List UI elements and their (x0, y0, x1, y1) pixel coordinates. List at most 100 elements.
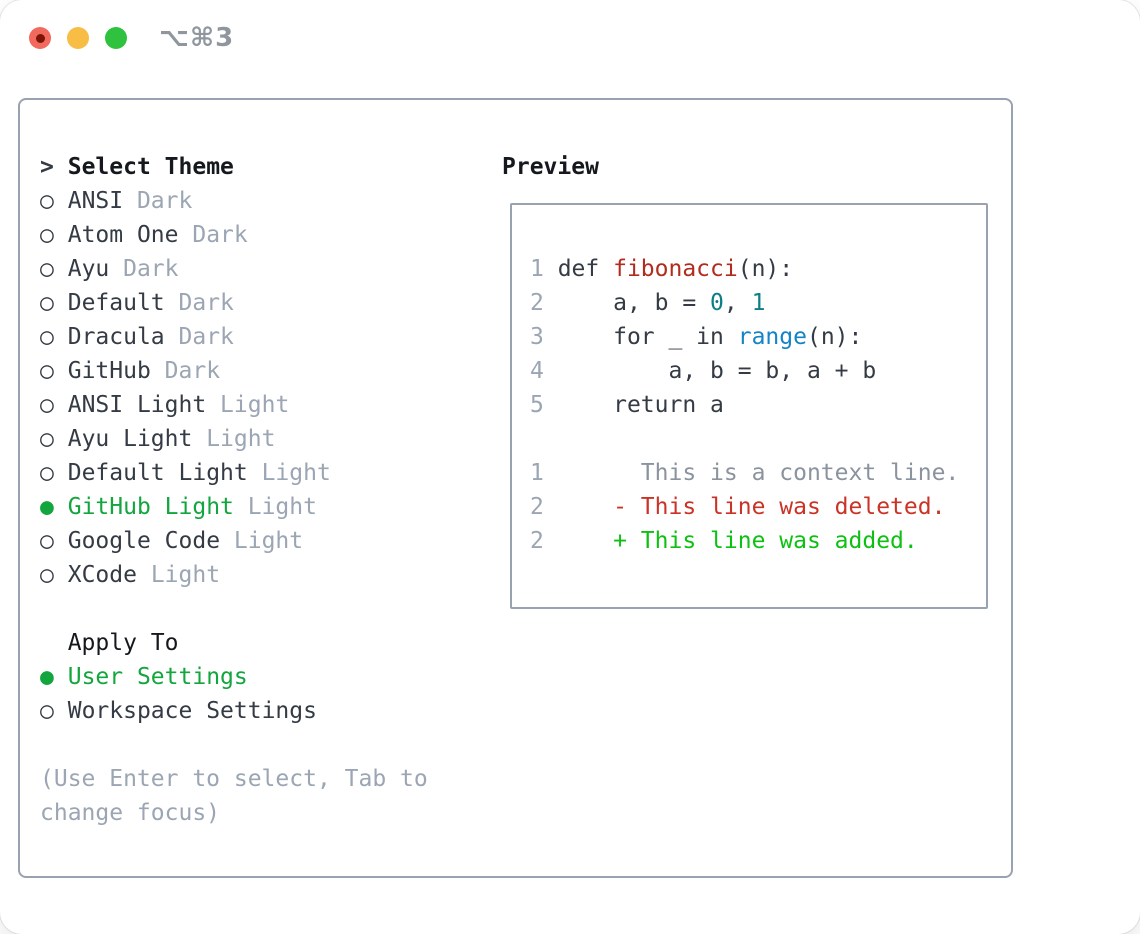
radio-icon: ○ (40, 290, 54, 316)
preview-line: 4 a, b = b, a + b (530, 354, 986, 388)
code-text: for _ in range(n): (557, 324, 863, 350)
option-tag: Dark (164, 324, 234, 350)
line-number: 1 (530, 460, 558, 486)
prompt-icon: > (40, 154, 54, 180)
apply-to-list: ● User Settings ○ Workspace Settings (40, 660, 502, 728)
radio-icon: ○ (40, 324, 54, 350)
theme-option[interactable]: ○ Atom One Dark (40, 218, 502, 252)
code-segment: 1 (751, 290, 766, 316)
theme-settings-panel: > Select Theme ○ ANSI Dark ○ Atom One Da… (18, 98, 1013, 878)
option-tag: Dark (178, 222, 248, 248)
spacer (40, 728, 502, 762)
theme-option[interactable]: ○ Default Light Light (40, 456, 502, 490)
preview-line: 2 a, b = 0, 1 (530, 286, 986, 320)
zoom-button[interactable] (105, 27, 127, 49)
option-name: GitHub Light (67, 494, 234, 520)
minimize-button[interactable] (67, 27, 89, 49)
line-number: 2 (530, 290, 558, 316)
radio-icon: ● (40, 664, 54, 690)
code-segment: 0 (710, 290, 724, 316)
line-number: 5 (530, 392, 558, 418)
theme-option[interactable]: ○ Workspace Settings (40, 694, 502, 728)
option-name: Ayu Light (67, 426, 193, 452)
code-segment: range (737, 324, 807, 350)
preview-line: 2 - This line was deleted. (530, 490, 986, 524)
option-name: Default (67, 290, 165, 316)
code-segment: (n): (737, 256, 794, 282)
option-tag: Light (136, 562, 221, 588)
preview-line: 1 This is a context line. (530, 456, 986, 490)
code-segment: - This line was deleted. (557, 494, 946, 520)
traffic-lights (29, 27, 127, 49)
code-segment: a, b = b, a + b (557, 358, 877, 384)
option-tag: Light (206, 392, 290, 418)
theme-option[interactable]: ○ ANSI Dark (40, 184, 502, 218)
code-segment: , (723, 290, 752, 316)
theme-option[interactable]: ○ Google Code Light (40, 524, 502, 558)
preview-line: 2 + This line was added. (530, 524, 986, 558)
radio-icon: ○ (40, 562, 54, 588)
theme-option[interactable]: ○ GitHub Dark (40, 354, 502, 388)
preview-line: 5 return a (530, 388, 986, 422)
code-segment: a, b = (557, 290, 711, 316)
code-segment: fibonacci (613, 256, 738, 282)
option-name: XCode (67, 562, 137, 588)
code-segment: return a (557, 392, 724, 418)
option-tag: Dark (123, 188, 193, 214)
theme-option[interactable]: ○ Ayu Light Light (40, 422, 502, 456)
option-tag: Dark (150, 358, 221, 384)
radio-icon: ○ (40, 222, 54, 248)
code-segment: + This line was added. (557, 528, 918, 554)
theme-option[interactable]: ● User Settings (40, 660, 502, 694)
line-number: 2 (530, 494, 558, 520)
code-text: return a (558, 392, 724, 418)
option-name: GitHub (67, 358, 151, 384)
line-number: 2 (530, 528, 558, 554)
radio-icon: ○ (40, 256, 54, 282)
line-number: 3 (530, 324, 558, 350)
option-tag: Light (233, 494, 317, 520)
theme-option[interactable]: ○ Ayu Dark (40, 252, 502, 286)
option-name: Google Code (67, 528, 221, 554)
apply-to-label: Apply To (67, 630, 179, 656)
line-number: 4 (530, 358, 558, 384)
window-title: ⌥⌘3 (159, 23, 235, 53)
option-name: Dracula (67, 324, 165, 350)
radio-icon: ○ (40, 460, 54, 486)
option-name: Workspace Settings (67, 698, 317, 724)
preview-line (530, 422, 986, 456)
radio-icon: ○ (40, 426, 54, 452)
spacer (40, 592, 502, 626)
radio-icon: ○ (40, 528, 54, 554)
option-name: Default Light (67, 460, 248, 486)
radio-icon: ○ (40, 698, 54, 724)
theme-list-column: > Select Theme ○ ANSI Dark ○ Atom One Da… (40, 150, 502, 876)
preview-line: 1 def fibonacci(n): (530, 252, 986, 286)
option-tag: Dark (164, 290, 234, 316)
apply-to-header: Apply To (40, 626, 502, 660)
line-number: 1 (530, 256, 558, 282)
radio-icon: ○ (40, 392, 54, 418)
code-text: + This line was added. (558, 528, 918, 554)
option-name: ANSI Light (67, 392, 207, 418)
code-segment: This is a context line. (557, 460, 960, 486)
radio-icon: ○ (40, 358, 54, 384)
select-theme-header: > Select Theme (40, 150, 502, 184)
code-text: - This line was deleted. (557, 494, 946, 520)
preview-line: 3 for _ in range(n): (530, 320, 986, 354)
radio-icon: ○ (40, 188, 54, 214)
option-name: User Settings (67, 664, 248, 690)
code-segment: for _ in (557, 324, 738, 350)
code-segment: (n): (806, 324, 863, 350)
line-number (530, 426, 558, 452)
theme-option[interactable]: ○ XCode Light (40, 558, 502, 592)
theme-option[interactable]: ○ Default Dark (40, 286, 502, 320)
theme-option[interactable]: ● GitHub Light Light (40, 490, 502, 524)
code-segment: def (557, 256, 614, 282)
theme-list: ○ ANSI Dark ○ Atom One Dark ○ Ayu Dark ○… (40, 184, 502, 592)
theme-option[interactable]: ○ ANSI Light Light (40, 388, 502, 422)
theme-option[interactable]: ○ Dracula Dark (40, 320, 502, 354)
preview-column: Preview 1 def fibonacci(n): 2 a, b = 0, … (502, 150, 1011, 876)
select-theme-label: Select Theme (67, 154, 234, 180)
close-button[interactable] (29, 27, 51, 49)
